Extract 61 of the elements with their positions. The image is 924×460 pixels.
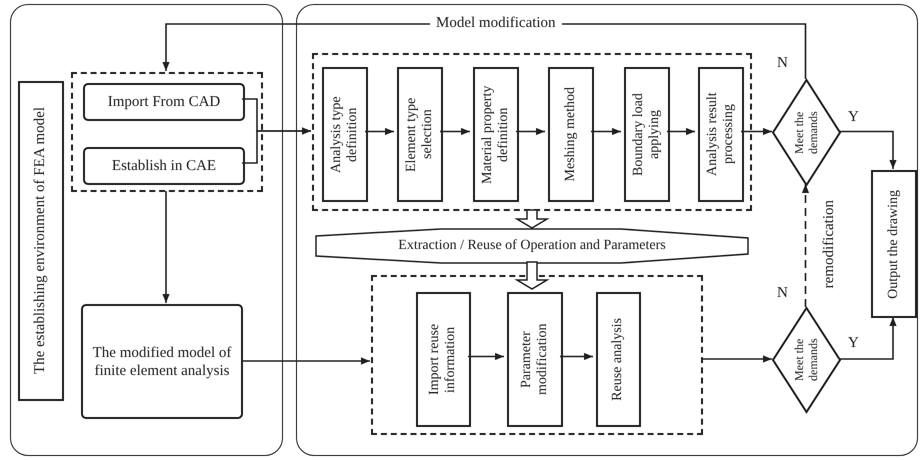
box-label: Import From CAD: [106, 93, 222, 111]
box-label: Meshing method: [562, 87, 579, 182]
arrow: [591, 128, 621, 136]
process-box: [397, 67, 443, 202]
arrow: [162, 191, 170, 303]
branch-label: Y: [848, 110, 859, 125]
box-label: Import reuse information: [427, 322, 460, 398]
rounded-panel: [296, 4, 918, 456]
box-label: Output the drawing: [886, 190, 902, 298]
arrow: [365, 128, 394, 136]
arrow: [667, 128, 695, 136]
arrow: [839, 317, 897, 360]
box-label: Analysis type definition: [328, 95, 361, 175]
branch-label: N: [777, 286, 788, 301]
dashed-group: [371, 275, 703, 435]
arrow: [440, 128, 470, 136]
diamond-label: Meet the demands: [792, 338, 820, 384]
box-label: Element type selection: [404, 96, 436, 174]
box-label: The modified model of finite element analysis: [92, 344, 232, 380]
process-box: [81, 304, 243, 419]
branch-label: Y: [848, 336, 859, 351]
process-box: [322, 67, 368, 202]
box-label: Establish in CAE: [110, 157, 218, 175]
box-label: Boundary load applying: [630, 92, 663, 178]
arrow: [242, 357, 370, 365]
decision-diamond: [773, 80, 840, 185]
arrow: [468, 352, 504, 360]
process-box: [596, 292, 641, 427]
process-box: [871, 170, 917, 318]
rounded-panel: [10, 4, 283, 456]
box-label: Material property definition: [480, 84, 512, 186]
arrow: [516, 128, 545, 136]
process-box: [698, 67, 744, 202]
box-label: Reuse analysis: [610, 318, 626, 401]
process-box: [83, 147, 245, 185]
process-box: [507, 292, 563, 427]
hollow-arrow: [514, 261, 550, 290]
branch-label: N: [777, 56, 788, 71]
box-label: The establishing environment of FEA model: [32, 107, 50, 375]
box-label: Analysis result processing: [704, 92, 737, 178]
arrow: [802, 184, 810, 307]
process-box: [624, 67, 670, 202]
diamond-label: Meet the demands: [792, 110, 820, 156]
banner-label: Extraction / Reuse of Operation and Parameters: [397, 238, 667, 254]
process-box: [416, 292, 471, 427]
dashed-group: [312, 53, 752, 211]
box-label: Parameter modification: [518, 322, 551, 398]
edge-label: remodification: [822, 200, 837, 288]
arrow: [242, 127, 311, 164]
process-box: [18, 81, 64, 401]
arrow: [560, 352, 593, 360]
hollow-arrow: [514, 209, 550, 229]
arrow: [702, 355, 772, 363]
arrow: [741, 128, 772, 136]
arrow: [839, 130, 897, 169]
banner-shape: [316, 229, 748, 263]
process-box: [83, 83, 245, 121]
dashed-group: [71, 72, 263, 192]
process-box: [548, 67, 594, 202]
decision-diamond: [773, 308, 840, 412]
process-box: [473, 67, 519, 202]
